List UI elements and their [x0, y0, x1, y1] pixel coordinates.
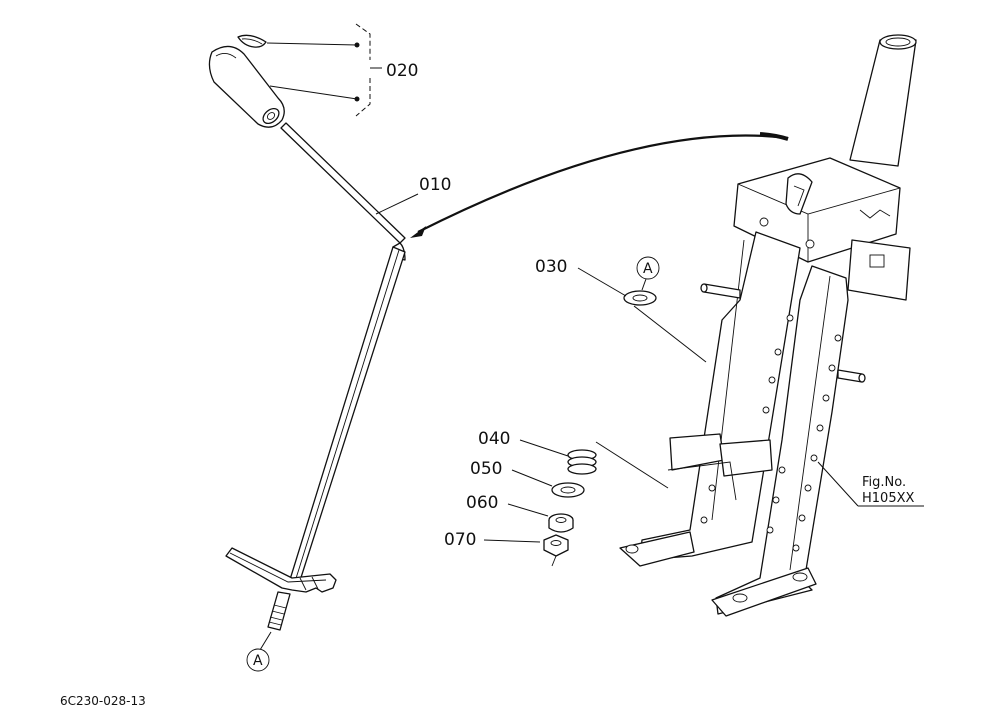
assembly-arrow	[410, 132, 789, 238]
callout-070-leader	[483, 539, 541, 543]
callout-070: 070	[444, 530, 476, 550]
nut-070	[543, 534, 569, 567]
callout-010: 010	[419, 175, 451, 195]
callout-020: 020	[386, 61, 418, 81]
lever-knob	[208, 45, 285, 128]
marker-a-top-label: A	[643, 261, 653, 277]
marker-a-bottom-label: A	[253, 653, 263, 669]
callout-020-bracket	[266, 23, 382, 117]
callout-040-leader	[519, 439, 669, 489]
fig-ref-label: Fig.No.	[862, 475, 906, 490]
plate-holes	[700, 217, 842, 552]
callout-050: 050	[470, 459, 502, 479]
shift-lever-rod	[280, 122, 406, 591]
callout-050-leader	[511, 469, 553, 487]
spring-040	[567, 449, 597, 475]
callout-060: 060	[466, 493, 498, 513]
bracket-frame	[619, 34, 917, 617]
washer-050	[551, 482, 585, 498]
collar-060	[548, 513, 574, 533]
callout-030: 030	[535, 257, 567, 277]
fig-ref-number: H105XX	[862, 491, 914, 506]
knob-cap	[237, 34, 267, 48]
washer-030	[623, 290, 657, 306]
callout-060-leader	[507, 503, 549, 517]
callout-030-leader	[577, 267, 707, 363]
lever-threaded-end	[267, 591, 291, 631]
marker-a-top	[636, 256, 660, 291]
callout-040: 040	[478, 429, 510, 449]
marker-a-bottom	[246, 631, 272, 672]
drawing-code: 6C230-028-13	[60, 694, 146, 708]
fig-ref-leader	[817, 461, 924, 507]
lever-fork-plate	[225, 547, 337, 593]
callout-010-leader	[375, 193, 419, 215]
